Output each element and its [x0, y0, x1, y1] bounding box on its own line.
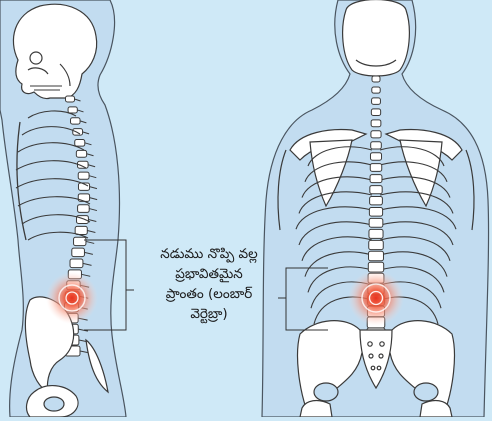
back-vertebra — [372, 98, 381, 104]
back-vertebra — [369, 207, 382, 216]
back-vertebra — [370, 186, 382, 194]
caption-line-2: ప్రభావితమైన — [136, 264, 282, 284]
caption-line-3: ప్రాంతం (లంబార్ — [136, 284, 282, 304]
back-vertebra — [369, 229, 383, 238]
side-vertebra — [75, 226, 87, 234]
side-vertebra — [73, 129, 83, 136]
back-vertebra — [371, 109, 380, 116]
caption-line-4: వెర్టెబ్రా) — [136, 304, 282, 324]
side-view-figure — [0, 0, 126, 417]
back-vertebra — [369, 240, 384, 249]
side-pain-glow — [46, 272, 98, 324]
back-vertebra — [370, 175, 382, 183]
back-vertebra — [370, 197, 383, 205]
side-vertebra — [66, 96, 75, 102]
back-vertebra — [371, 120, 381, 127]
back-vertebra — [372, 87, 380, 93]
side-vertebra — [75, 139, 85, 146]
back-skull — [343, 0, 410, 76]
side-vertebra — [76, 150, 86, 157]
caption-line-1: నడుము నొప్పి వల్ల — [136, 244, 282, 264]
back-vertebra — [372, 76, 380, 82]
side-vertebra — [74, 237, 86, 245]
back-vertebra — [371, 142, 382, 149]
side-vertebra — [78, 205, 90, 213]
back-vertebra — [369, 218, 383, 227]
back-vertebra — [369, 251, 384, 260]
side-vertebra — [72, 248, 85, 256]
back-view-figure — [262, 0, 489, 417]
side-vertebra — [70, 259, 83, 268]
back-vertebra — [370, 153, 381, 161]
back-vertebra — [370, 164, 381, 172]
back-pain-glow — [348, 270, 404, 326]
affected-area-caption: నడుము నొప్పి వల్ల ప్రభావితమైన ప్రాంతం (ల… — [136, 244, 282, 324]
side-vertebra — [71, 118, 81, 124]
back-vertebra — [371, 131, 381, 138]
side-vertebra — [78, 172, 89, 179]
side-vertebra — [68, 107, 77, 113]
